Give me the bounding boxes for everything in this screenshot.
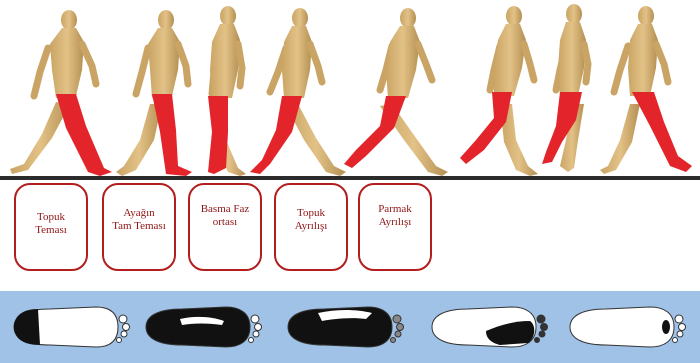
gait-cycle-figures	[0, 0, 700, 180]
phase-box-heel-off: Topuk Ayrılışı	[274, 183, 348, 271]
phase-box-heel-strike: Topuk Teması	[14, 183, 88, 271]
walking-figure-8	[600, 6, 692, 174]
ground-line	[0, 176, 700, 180]
phase-label-heel-off: Topuk Ayrılışı	[278, 207, 344, 233]
heel-contact-footprint-icon	[14, 307, 130, 347]
phase-label-toe-off: Parmak Ayrılışı	[362, 203, 428, 229]
walking-figure-5	[344, 8, 448, 176]
phase-box-midstance: Basma Faz ortası	[188, 183, 262, 271]
walking-figures-svg	[0, 0, 700, 180]
heel-off-footprint-icon	[432, 307, 548, 347]
phase-label-heel-strike: Topuk Teması	[18, 211, 84, 237]
midstance-footprint-icon	[288, 307, 404, 347]
full-contact-footprint-icon	[146, 307, 262, 347]
walking-figure-3	[208, 6, 246, 176]
walking-figure-7	[542, 4, 588, 172]
walking-figure-6	[460, 6, 538, 176]
phase-label-midstance: Basma Faz ortası	[192, 203, 258, 229]
walking-figure-4	[250, 8, 346, 176]
walking-figure-1	[10, 10, 112, 176]
footprints-svg	[0, 291, 700, 363]
footprint-panel	[0, 291, 700, 363]
walking-figure-2	[116, 10, 192, 176]
phase-box-foot-flat: Ayağın Tam Teması	[102, 183, 176, 271]
phase-label-foot-flat: Ayağın Tam Teması	[106, 207, 172, 233]
toe-off-footprint-icon	[570, 307, 686, 347]
phase-box-toe-off: Parmak Ayrılışı	[358, 183, 432, 271]
